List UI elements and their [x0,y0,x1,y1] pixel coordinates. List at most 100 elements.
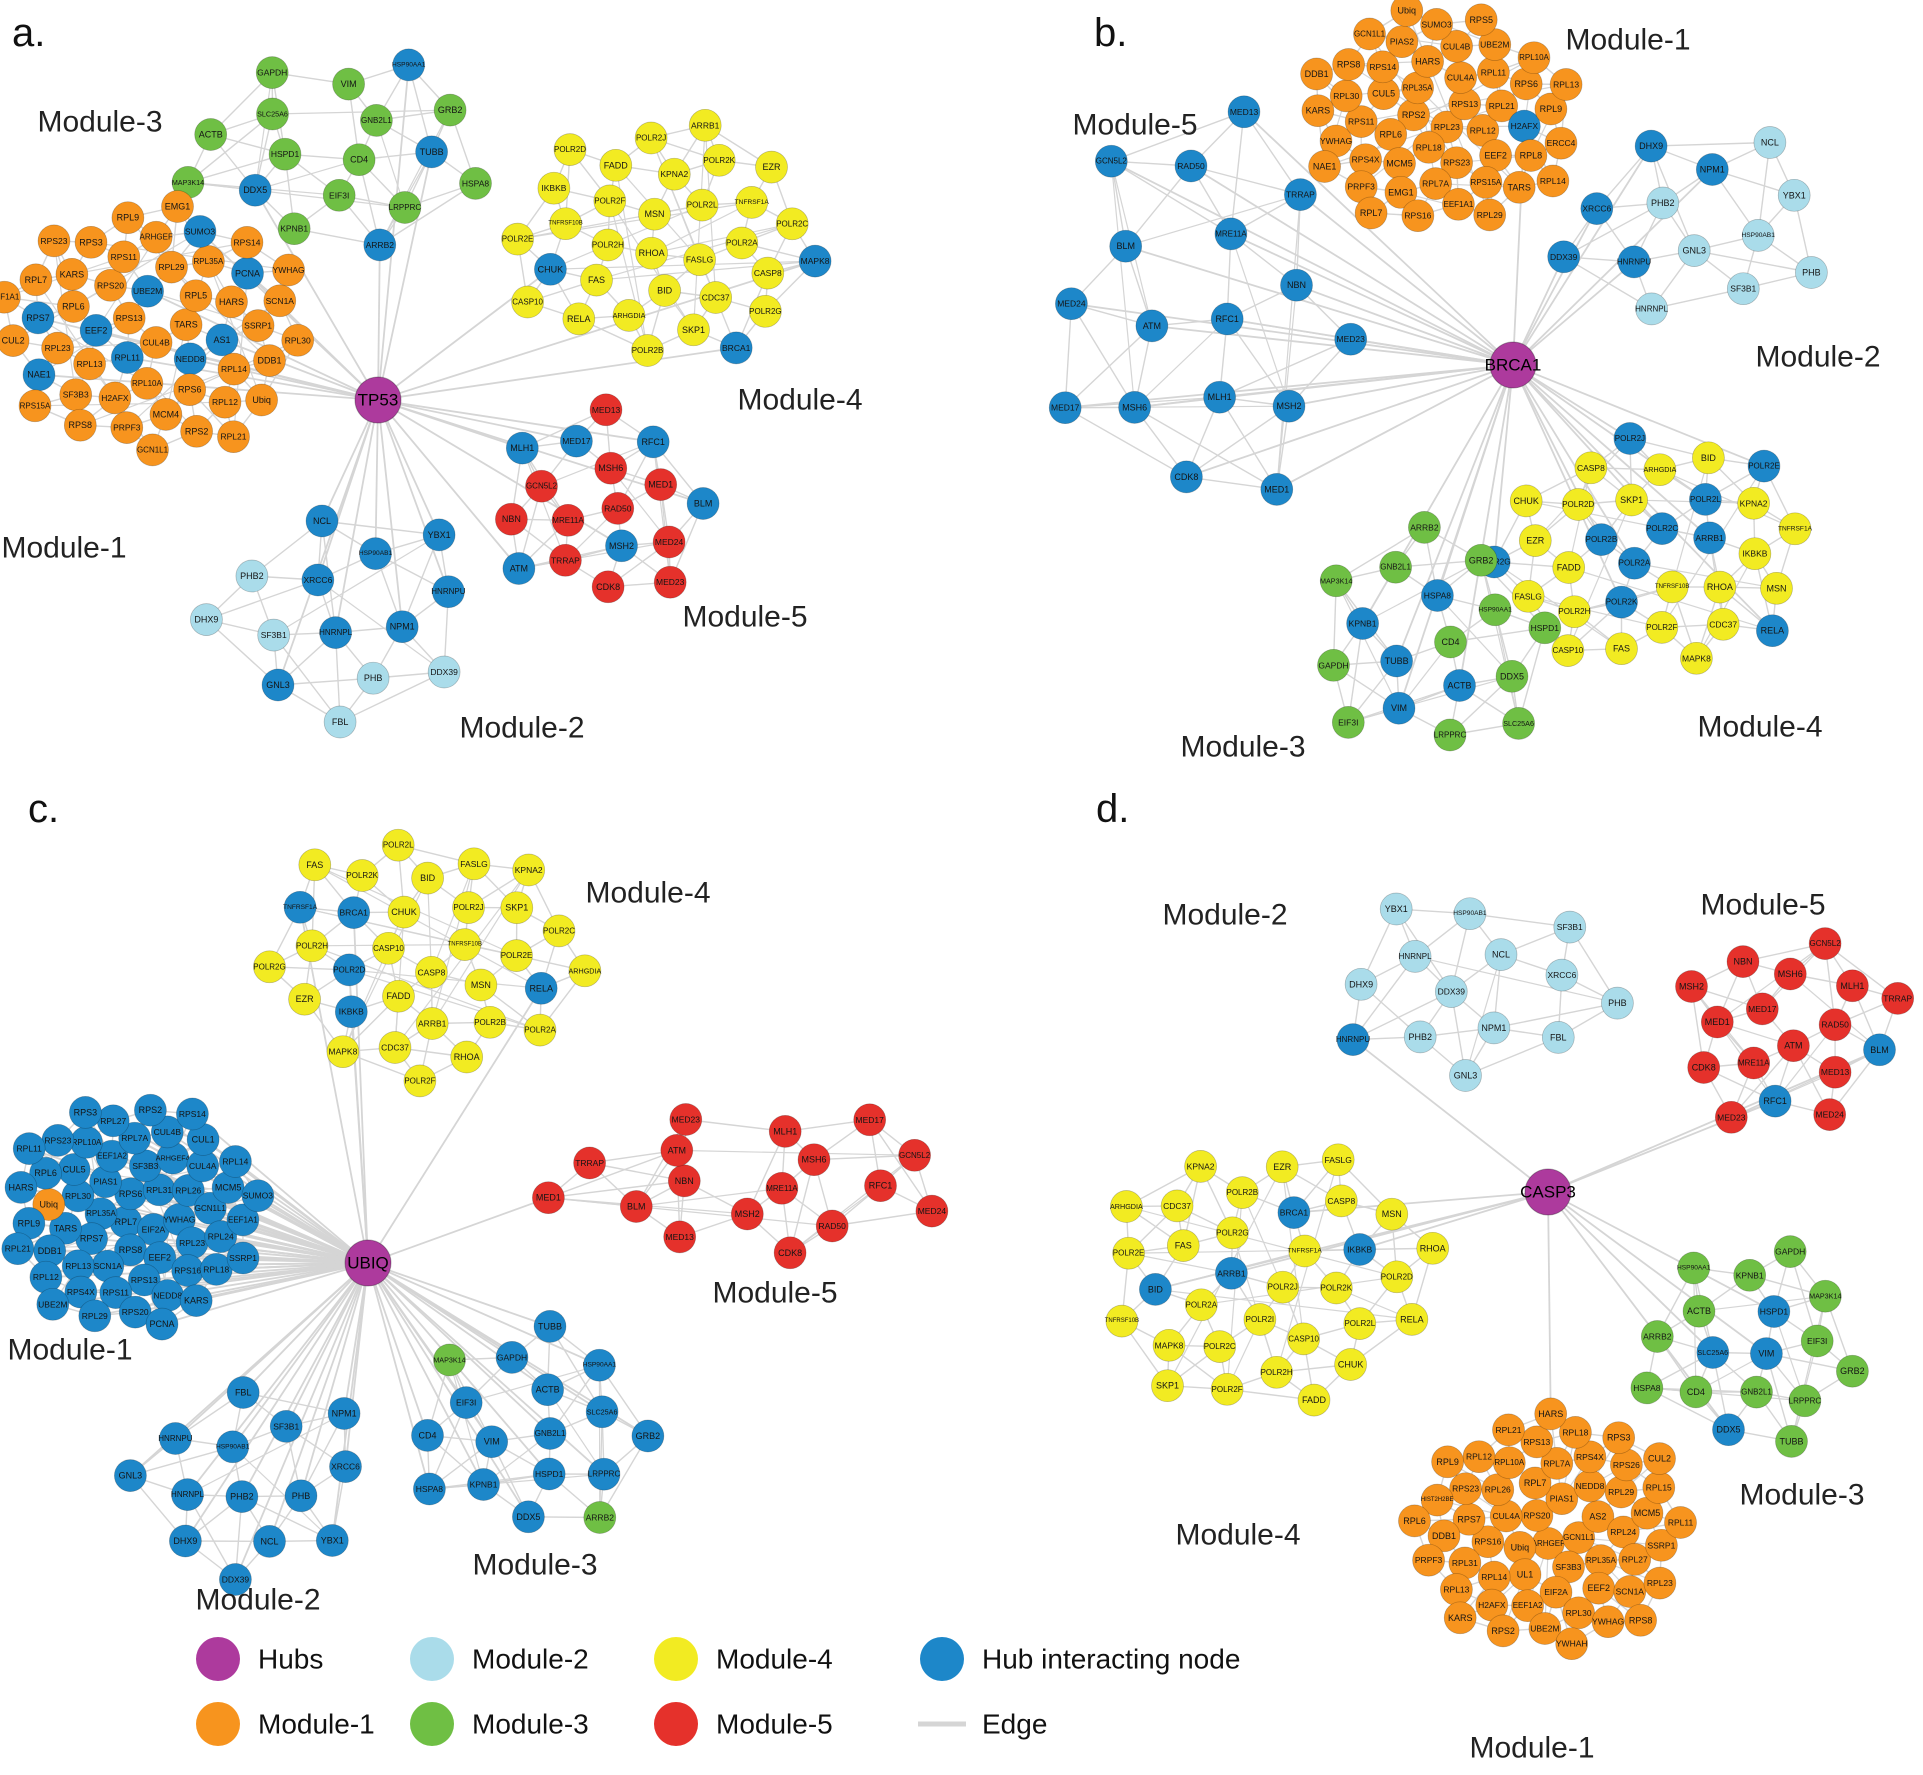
node-polr2d[interactable]: POLR2D [1561,488,1595,521]
node-med23[interactable]: MED23 [669,1103,703,1136]
node-gnl3[interactable]: GNL3 [114,1459,147,1492]
node-polr2l[interactable]: POLR2L [381,828,415,862]
node-hars[interactable]: HARS [1411,45,1444,78]
node-ybx1[interactable]: YBX1 [1379,892,1413,926]
node-kars[interactable]: KARS [1443,1601,1477,1635]
node-rps8[interactable]: RPS8 [1332,48,1365,81]
node-msn[interactable]: MSN [1760,571,1793,605]
node-rfc1[interactable]: RFC1 [636,425,670,459]
node-dhx9[interactable]: DHX9 [169,1524,202,1558]
node-ncl[interactable]: NCL [1484,938,1518,971]
node-h2afx[interactable]: H2AFX [98,381,132,415]
node-vim[interactable]: VIM [475,1425,509,1459]
node-casp10[interactable]: CASP10 [511,285,544,319]
node-hars[interactable]: HARS [215,285,248,319]
node-trrap[interactable]: TRRAP [573,1146,606,1180]
node-rps5[interactable]: RPS5 [1464,3,1498,37]
node-cdk8[interactable]: CDK8 [1687,1051,1721,1084]
node-dhx9[interactable]: DHX9 [1634,129,1668,163]
node-msn[interactable]: MSN [464,968,498,1002]
node-rpl30[interactable]: RPL30 [281,323,315,357]
node-h2afx[interactable]: H2AFX [1507,109,1541,143]
node-pias2[interactable]: PIAS2 [1385,25,1419,59]
node-msh6[interactable]: MSH6 [1118,391,1151,424]
node-med13[interactable]: MED13 [1818,1055,1852,1089]
node-mapk8[interactable]: MAPK8 [326,1035,360,1069]
node-ikbkb[interactable]: IKBKB [334,995,368,1029]
node-rpl35a[interactable]: RPL35A [1584,1544,1618,1577]
node-rpl11[interactable]: RPL11 [1664,1506,1697,1539]
node-polr2g[interactable]: POLR2G [1216,1216,1249,1250]
node-rpl14[interactable]: RPL14 [1477,1560,1511,1594]
node-ywhah[interactable]: YWHAH [1555,1627,1589,1661]
node-tubb[interactable]: TUBB [1775,1425,1808,1458]
node-rps3[interactable]: RPS3 [1602,1421,1636,1455]
node-msh2[interactable]: MSH2 [605,529,638,563]
node-mre11a[interactable]: MRE11A [1737,1046,1770,1080]
hub-node-ubiq[interactable]: UBIQ [344,1239,392,1287]
node-tubb[interactable]: TUBB [1380,644,1413,678]
node-arrb2[interactable]: ARRB2 [1640,1320,1674,1353]
node-rps8[interactable]: RPS8 [63,408,97,442]
node-rpl29[interactable]: RPL29 [155,250,188,284]
node-rpl21[interactable]: RPL21 [1,1232,35,1266]
node-polr2b[interactable]: POLR2B [631,334,664,367]
node-arrb2[interactable]: ARRB2 [583,1501,617,1534]
node-arhgdia[interactable]: ARHGDIA [1110,1190,1143,1223]
node-arrb2[interactable]: ARRB2 [363,228,397,262]
node-mlh1[interactable]: MLH1 [1836,969,1869,1003]
node-ezr[interactable]: EZR [288,982,321,1016]
node-polr2a[interactable]: POLR2A [1618,546,1651,580]
node-gnb2l1[interactable]: GNB2L1 [1740,1375,1773,1409]
node-rela[interactable]: RELA [1395,1303,1429,1336]
node-ybx1[interactable]: YBX1 [422,518,456,552]
node-rpl10a[interactable]: RPL10A [1492,1446,1526,1480]
node-ddb1[interactable]: DDB1 [253,344,286,377]
node-rpl7[interactable]: RPL7 [19,263,53,297]
node-med23[interactable]: MED23 [653,565,687,599]
node-cd4[interactable]: CD4 [342,143,376,177]
node-phb[interactable]: PHB [1795,256,1828,289]
node-polr2h[interactable]: POLR2H [295,929,329,963]
node-cdc37[interactable]: CDC37 [699,281,733,314]
node-grb2[interactable]: GRB2 [1836,1354,1869,1388]
node-rps20[interactable]: RPS20 [94,268,127,302]
node-rps3[interactable]: RPS3 [69,1096,102,1129]
node-ubiq[interactable]: Ubiq [245,383,278,417]
node-cul2[interactable]: CUL2 [1643,1442,1676,1475]
node-cdk8[interactable]: CDK8 [591,570,625,604]
node-arhgdia[interactable]: ARHGDIA [613,299,646,332]
node-phb[interactable]: PHB [284,1479,318,1513]
node-polr2c[interactable]: POLR2C [775,207,809,241]
node-med1[interactable]: MED1 [1260,473,1294,506]
node-rpl23[interactable]: RPL23 [1643,1566,1677,1600]
node-fas[interactable]: FAS [298,848,332,882]
node-rps6[interactable]: RPS6 [173,373,207,407]
node-polr2j[interactable]: POLR2J [452,891,485,924]
node-rps3[interactable]: RPS3 [74,225,108,259]
node-lrpprc[interactable]: LRPPRC [1788,1384,1822,1418]
node-rhoa[interactable]: RHOA [635,236,668,270]
node-actb[interactable]: ACTB [1682,1294,1716,1328]
node-polr2e[interactable]: POLR2E [500,939,533,972]
node-rpl10a[interactable]: RPL10A [130,367,164,400]
node-kpnb1[interactable]: KPNB1 [277,212,311,246]
node-rpl6[interactable]: RPL6 [1374,118,1408,151]
node-msh6[interactable]: MSH6 [797,1143,831,1177]
node-casp8[interactable]: CASP8 [751,256,785,290]
node-map3k14[interactable]: MAP3K14 [1319,564,1353,598]
node-rpl7[interactable]: RPL7 [1354,196,1388,230]
node-blm[interactable]: BLM [686,487,720,520]
node-as1[interactable]: AS1 [205,323,239,357]
node-polr2e[interactable]: POLR2E [1747,449,1781,483]
node-rpl5[interactable]: RPL5 [179,279,213,313]
node-lrpprc[interactable]: LRPPRC [388,191,422,224]
node-polr2e[interactable]: POLR2E [501,222,534,256]
node-gapdh[interactable]: GAPDH [495,1341,529,1374]
node-rpl27[interactable]: RPL27 [96,1104,130,1138]
node-rps8[interactable]: RPS8 [1624,1603,1657,1637]
node-pcna[interactable]: PCNA [145,1307,179,1341]
node-hspa8[interactable]: HSPA8 [1421,579,1454,612]
node-xrcc6[interactable]: XRCC6 [329,1450,362,1483]
node-npm1[interactable]: NPM1 [1695,153,1729,186]
